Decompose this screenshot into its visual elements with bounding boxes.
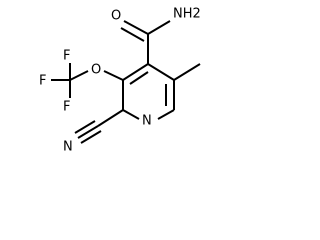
amide-oxygen-label: O — [111, 9, 121, 24]
ring-bond-c3-c4 — [122, 63, 149, 81]
amide-c-o-bond-double — [120, 27, 145, 42]
bonds-group — [51, 20, 201, 144]
nitrile-nitrogen-label: N — [63, 140, 73, 155]
ring-bond-n1-c2 — [122, 109, 140, 120]
nitrile-triple-bond-2 — [74, 120, 96, 134]
ring-o-bond — [103, 70, 124, 81]
methyl-bond — [173, 63, 201, 81]
ring-nitrogen-label: N — [142, 114, 152, 129]
ether-oxygen-label: O — [91, 63, 101, 78]
amide-c-n-bond — [147, 20, 171, 35]
ring-bond-c4-c5 — [147, 63, 175, 81]
fluorine-left-label: F — [39, 74, 46, 89]
amide-c-o-bond — [123, 20, 149, 35]
molecule-structure-diagram: NH2 O O F F F N N — [39, 7, 201, 155]
nitrile-triple-bond-3 — [80, 130, 102, 144]
ring-bond-c3-c4-inner — [129, 71, 149, 85]
ring-bond-c6-n1 — [157, 109, 175, 120]
o-cf3-bond — [69, 70, 89, 81]
amide-nh2-label: NH2 — [173, 7, 201, 22]
fluorine-top-label: F — [63, 49, 70, 64]
nitrile-triple-bond-1 — [77, 125, 99, 139]
nitrile-c-ring-bond — [97, 109, 124, 127]
fluorine-bottom-label: F — [63, 100, 70, 115]
atom-labels-group: NH2 O O F F F N N — [39, 7, 201, 155]
